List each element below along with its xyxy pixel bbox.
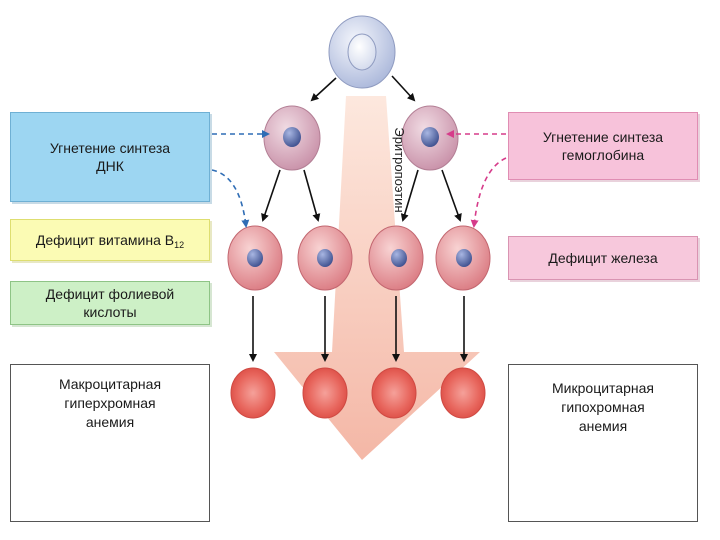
erythrocyte-1 <box>230 367 276 419</box>
macrocytic-anemia-panel: Макроцитарная гиперхромная анемия <box>10 364 210 522</box>
folic-acid-deficiency-box: Дефицит фолиевой кислоты <box>10 281 210 325</box>
arrow-stem-right <box>391 75 416 102</box>
erythrocyte-3 <box>371 367 417 419</box>
macro-title-line-3: анемия <box>85 414 135 430</box>
hemoglobin-synthesis-inhibition-box: Угнетение синтеза гемоглобина <box>508 112 698 180</box>
arrow-stem-left <box>310 77 337 102</box>
hemoglobin-inhibition-arrow-2 <box>470 157 507 228</box>
arrow-prog-right-2 <box>441 169 462 222</box>
dna-label-line-1: Угнетение синтеза <box>49 140 171 156</box>
hemoglobin-label-line-2: гемоглобина <box>561 147 645 163</box>
arrow-prog-right-1 <box>400 169 419 222</box>
erythrocyte-4 <box>440 367 486 419</box>
b12-label-subscript: 12 <box>174 240 185 250</box>
macro-title-line-1: Макроцитарная <box>58 376 162 392</box>
stem-cell <box>328 15 396 89</box>
hemoglobin-label-line-1: Угнетение синтеза <box>542 129 664 145</box>
b12-deficiency-box: Дефицит витамина В12 <box>10 219 210 261</box>
erythrocyte-2 <box>302 367 348 419</box>
folic-label-line-1: Дефицит фолиевой <box>45 286 175 302</box>
progenitor-cell-left <box>263 105 321 171</box>
arrow-prog-left-2 <box>303 169 321 222</box>
folic-label-line-2: кислоты <box>83 304 137 320</box>
b12-label: Дефицит витамина В <box>35 232 175 248</box>
micro-title-line-3: анемия <box>578 418 628 434</box>
normoblast-4 <box>435 225 491 291</box>
dna-inhibition-arrow-2 <box>211 169 250 228</box>
microcytic-anemia-panel: Микроцитарная гипохромная анемия <box>508 364 698 522</box>
microcytic-anemia-title: Микроцитарная гипохромная анемия <box>509 379 697 436</box>
progenitor-cell-right <box>401 105 459 171</box>
dna-label-line-2: ДНК <box>96 158 124 174</box>
dna-synthesis-inhibition-box: Угнетение синтеза ДНК <box>10 112 210 202</box>
micro-title-line-2: гипохромная <box>561 399 645 415</box>
macrocytic-anemia-title: Макроцитарная гиперхромная анемия <box>11 375 209 432</box>
normoblast-3 <box>368 225 424 291</box>
erythropoietin-label: Эритропоэтин <box>392 127 407 213</box>
macro-title-line-2: гиперхромная <box>64 395 156 411</box>
normoblast-1 <box>227 225 283 291</box>
iron-label: Дефицит железа <box>548 250 658 266</box>
arrow-prog-left-1 <box>261 169 281 222</box>
iron-deficiency-box: Дефицит железа <box>508 236 698 280</box>
micro-title-line-1: Микроцитарная <box>552 380 654 396</box>
normoblast-2 <box>297 225 353 291</box>
